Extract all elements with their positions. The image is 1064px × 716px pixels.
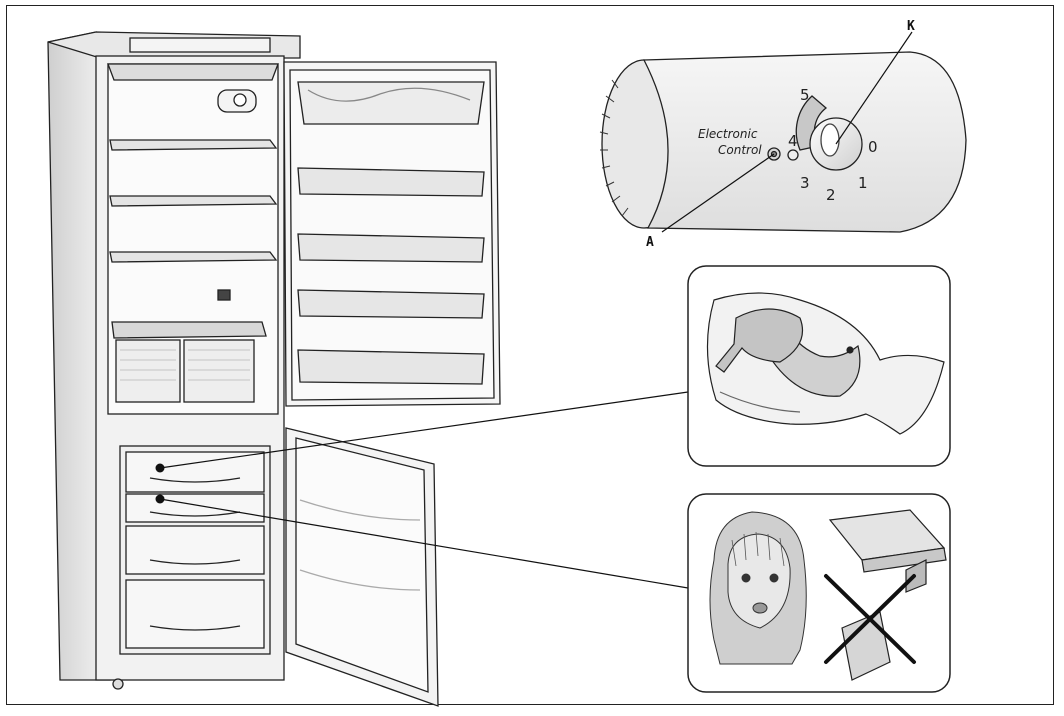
top-grille — [130, 38, 270, 52]
shelf-3 — [110, 252, 276, 262]
dial-number-1: 1 — [858, 174, 868, 192]
electronic-control-label-line1: Electronic — [698, 127, 758, 141]
door-shelf-2 — [298, 234, 484, 262]
dial-position-4-dot — [788, 150, 798, 160]
thermostat-control-panel — [600, 52, 966, 232]
refrigerator-illustration — [48, 32, 500, 706]
crisper-drawer-left — [116, 340, 180, 402]
dial-number-3: 3 — [800, 174, 810, 192]
dial-number-4: 4 — [788, 132, 798, 150]
dial-number-0: 0 — [868, 138, 878, 156]
electronic-control-label-line2: Control — [718, 143, 762, 157]
shelf-2 — [110, 196, 276, 206]
child-ice-warning-panel — [688, 494, 950, 692]
freezer-drawer-4 — [126, 580, 264, 648]
callout-k-label: K — [907, 19, 915, 34]
freezer-drawer-1 — [126, 452, 264, 492]
crisper-cover — [112, 322, 266, 338]
child-face-icon — [710, 512, 806, 664]
freezer-drawer-2 — [126, 494, 264, 522]
callout-a-label: A — [646, 235, 654, 250]
crisper-drawer-right — [184, 340, 254, 402]
door-bin-top — [298, 82, 484, 124]
freezer-drawer-3 — [126, 526, 264, 574]
frozen-food-panel — [688, 266, 950, 466]
drawer-1-dot — [156, 464, 165, 473]
dial-number-5: 5 — [800, 86, 810, 104]
drawer-2-dot — [156, 495, 165, 504]
door-shelf-1 — [298, 168, 484, 196]
shelf-1 — [110, 140, 276, 150]
door-shelf-4 — [298, 350, 484, 384]
dial-number-2: 2 — [826, 186, 836, 204]
door-shelf-3 — [298, 290, 484, 318]
